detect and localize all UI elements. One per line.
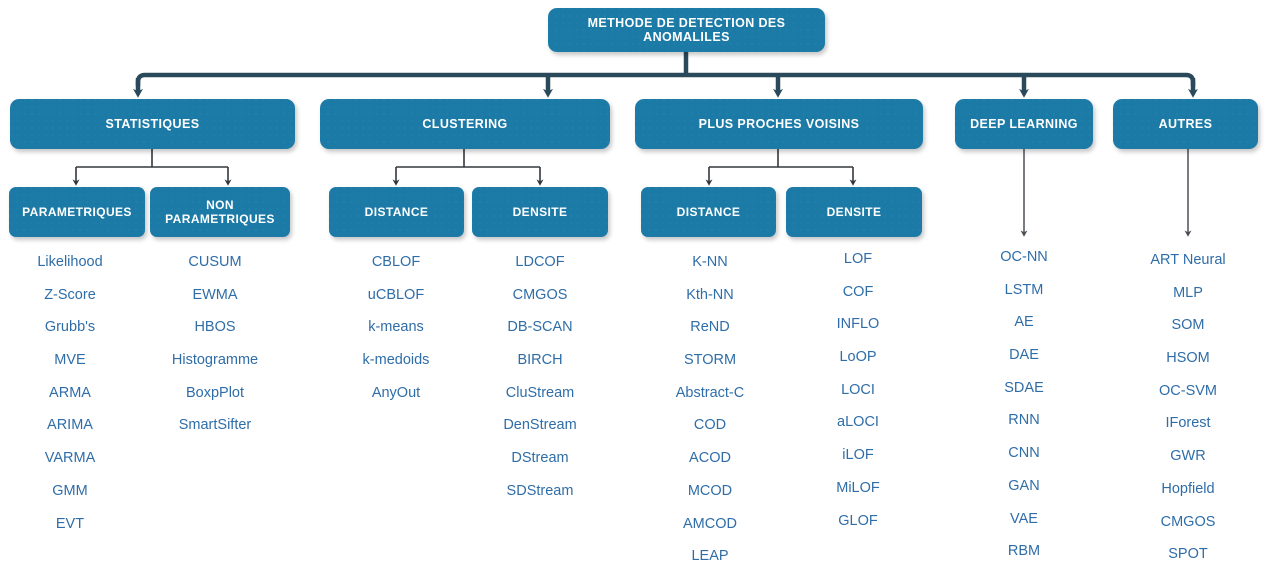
root-node-methode-de-detection[interactable]: METHODE DE DETECTION DES ANOMALILES [548, 8, 825, 52]
leaf-item: LDCOF [515, 254, 565, 270]
subbranch-node-ppv-distance[interactable]: DISTANCE [641, 187, 776, 237]
subbranch-node-parametriques[interactable]: PARAMETRIQUES [9, 187, 145, 237]
branch-node-plus-proches-voisins[interactable]: PLUS PROCHES VOISINS [635, 99, 923, 149]
leaf-item: LEAP [691, 548, 729, 565]
leaf-item: BIRCH [517, 352, 563, 369]
leaf-item: ARIMA [47, 417, 93, 434]
leaf-item: SDAE [1004, 379, 1044, 396]
leaf-item: Grubb's [44, 319, 96, 336]
leaf-list-deep-learning: OC-NN LSTM AE DAE SDAE RNN CNN GAN VAE RBM [954, 250, 1094, 559]
leaf-item: INFLO [836, 316, 880, 333]
leaf-item: ARMA [49, 384, 91, 401]
branch-node-deep-learning[interactable]: DEEP LEARNING [955, 99, 1093, 149]
leaf-item: DStream [511, 450, 569, 467]
leaf-item: EVT [55, 515, 85, 532]
leaf-item: Hopfield [1161, 480, 1215, 497]
leaf-item: k-means [368, 319, 424, 336]
leaf-item: CluStream [505, 384, 575, 401]
leaf-item: Histogramme [171, 352, 259, 369]
leaf-item: GLOF [838, 512, 878, 529]
branch-node-clustering[interactable]: CLUSTERING [320, 99, 610, 149]
leaf-item: SOM [1171, 317, 1205, 334]
leaf-item: LOCI [841, 381, 875, 398]
subbranch-node-clustering-distance[interactable]: DISTANCE [329, 187, 464, 237]
leaf-item: ReND [690, 319, 730, 336]
leaf-item: MiLOF [836, 479, 880, 496]
leaf-item: AE [1014, 314, 1034, 331]
leaf-item: STORM [683, 352, 737, 369]
leaf-item: SPOT [1168, 546, 1208, 563]
leaf-item: LOF [843, 251, 873, 267]
subbranch-node-clustering-densite[interactable]: DENSITE [472, 187, 608, 237]
leaf-item: LSTM [1004, 281, 1044, 298]
leaf-item: COF [842, 283, 874, 300]
branch-node-statistiques[interactable]: STATISTIQUES [10, 99, 295, 149]
leaf-item: CBLOF [371, 254, 421, 270]
leaf-item: RNN [1008, 412, 1040, 429]
leaf-item: BoxpPlot [185, 384, 245, 401]
leaf-item: AnyOut [371, 384, 421, 401]
leaf-item: CUSUM [188, 254, 242, 270]
leaf-item: MVE [54, 352, 86, 369]
leaf-item: OC-NN [1000, 249, 1048, 265]
leaf-item: OC-SVM [1159, 382, 1217, 399]
leaf-list-ppv-distance: K-NN Kth-NN ReND STORM Abstract-C COD ACOD MCOD… [640, 255, 780, 564]
leaf-item: k-medoids [362, 352, 430, 369]
branch-node-autres[interactable]: AUTRES [1113, 99, 1258, 149]
leaf-item: GMM [52, 482, 88, 499]
subbranch-node-ppv-densite[interactable]: DENSITE [786, 187, 922, 237]
leaf-item: DAE [1009, 347, 1039, 364]
leaf-item: COD [693, 417, 727, 434]
leaf-item: Likelihood [37, 254, 103, 270]
leaf-item: DenStream [503, 417, 577, 434]
leaf-item: Z-Score [44, 286, 96, 303]
leaf-item: MLP [1173, 284, 1203, 301]
leaf-item: K-NN [692, 254, 728, 270]
leaf-item: AMCOD [683, 515, 737, 532]
leaf-item: CMGOS [1160, 513, 1216, 530]
leaf-item: SmartSifter [178, 417, 252, 434]
leaf-item: EWMA [192, 286, 238, 303]
leaf-item: Abstract-C [675, 384, 745, 401]
leaf-item: VARMA [44, 450, 96, 467]
leaf-item: ACOD [689, 450, 731, 467]
leaf-item: Kth-NN [686, 286, 734, 303]
leaf-item: CNN [1008, 445, 1040, 462]
leaf-item: LoOP [839, 349, 877, 366]
leaf-item: GWR [1170, 448, 1206, 465]
leaf-item: MCOD [687, 482, 733, 499]
leaf-item: iLOF [842, 447, 874, 464]
leaf-item: DB-SCAN [507, 319, 573, 336]
leaf-item: IForest [1165, 415, 1211, 432]
leaf-list-ppv-densite: LOF COF INFLO LoOP LOCI aLOCI iLOF MiLOF GLOF [788, 252, 928, 528]
subbranch-node-non-parametriques[interactable]: NON PARAMETRIQUES [150, 187, 290, 237]
leaf-item: ART Neural [1150, 252, 1226, 268]
leaf-item: HBOS [194, 319, 236, 336]
leaf-item: GAN [1008, 477, 1040, 494]
leaf-item: aLOCI [837, 414, 879, 431]
leaf-item: HSOM [1166, 350, 1210, 367]
leaf-item: SDStream [506, 482, 574, 499]
leaf-item: uCBLOF [367, 286, 425, 303]
leaf-item: RBM [1007, 543, 1041, 560]
leaf-item: CMGOS [512, 286, 568, 303]
leaf-item: VAE [1010, 510, 1038, 527]
